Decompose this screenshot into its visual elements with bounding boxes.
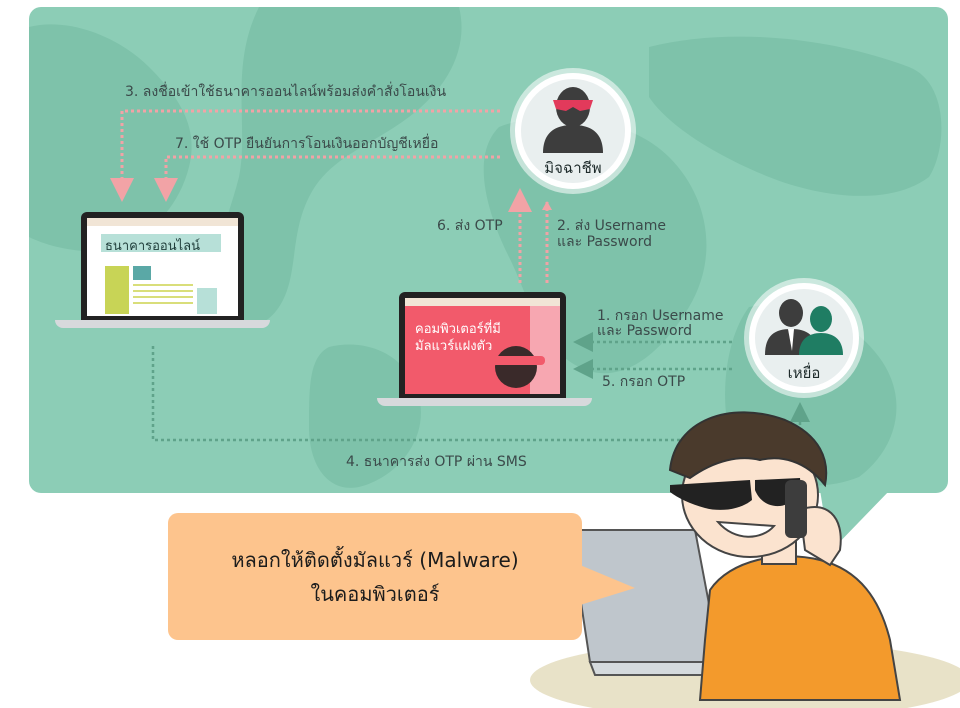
arrow-step2-head [542, 201, 552, 210]
diagram-panel [29, 7, 948, 493]
bank-screen: ธนาคารออนไลน์ [87, 218, 238, 316]
callout-line2: ในคอมพิวเตอร์ [310, 582, 440, 606]
arrow-step7 [154, 155, 500, 202]
malware-title-line1: คอมพิวเตอร์ที่มี [415, 322, 501, 337]
label-step2-line1: 2. ส่ง Username [557, 218, 667, 234]
callout-box: หลอกให้ติดตั้งมัลแวร์ (Malware) ในคอมพิว… [168, 513, 582, 640]
malware-screen: คอมพิวเตอร์ที่มี มัลแวร์แฝงตัว [405, 298, 560, 394]
criminal-badge: มิจฉาชีพ [515, 73, 631, 189]
label-step1-line1: 1. กรอก Username [597, 308, 724, 324]
callout-tail [580, 565, 635, 605]
bank-title: ธนาคารออนไลน์ [105, 239, 200, 254]
malware-laptop: คอมพิวเตอร์ที่มี มัลแวร์แฝงตัว [377, 290, 592, 408]
label-step3: 3. ลงชื่อเข้าใช้ธนาคารออนไลน์พร้อมส่งคำส… [125, 84, 447, 100]
victim-badge: เหยื่อ [749, 283, 859, 393]
label-step4: 4. ธนาคารส่ง OTP ผ่าน SMS [346, 454, 527, 470]
label-step2-line2: และ Password [557, 234, 652, 250]
arrow-step3 [110, 109, 500, 202]
criminal-icon [543, 87, 603, 153]
label-step6: 6. ส่ง OTP [437, 218, 503, 234]
label-step1-line2: และ Password [597, 323, 692, 339]
victim-icon [765, 299, 843, 355]
label-step7: 7. ใช้ OTP ยืนยันการโอนเงินออกบัญชีเหยื่… [175, 136, 439, 152]
malware-title-line2: มัลแวร์แฝงตัว [415, 339, 493, 354]
person-scene [530, 411, 960, 708]
hacker-face-icon [495, 346, 537, 388]
label-step5: 5. กรอก OTP [602, 374, 686, 390]
bank-laptop: ธนาคารออนไลน์ [55, 210, 270, 330]
criminal-label: มิจฉาชีพ [544, 159, 602, 177]
callout-line1: หลอกให้ติดตั้งมัลแวร์ (Malware) [231, 548, 519, 572]
victim-label: เหยื่อ [787, 364, 821, 382]
